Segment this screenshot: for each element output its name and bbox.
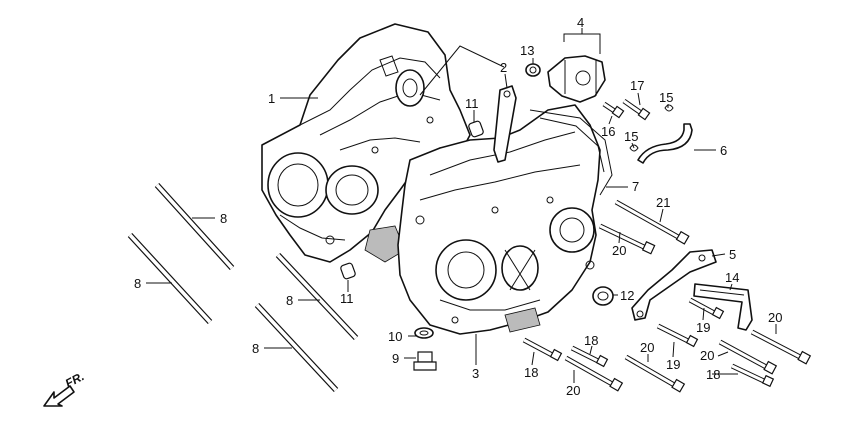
callout-7: 7: [632, 179, 639, 194]
callout-10: 10: [388, 329, 402, 344]
callout-11-b: 11: [340, 291, 354, 306]
right-crankcase-half: [397, 104, 601, 335]
callout-11-a: 11: [465, 96, 479, 111]
callout-5: 5: [729, 247, 736, 262]
callout-3: 3: [472, 366, 479, 381]
flange-bolts: [522, 98, 812, 393]
front-label: FR.: [63, 369, 87, 390]
left-crankcase-half: [261, 23, 471, 263]
callout-19-a: 19: [696, 320, 710, 335]
callout-20-b: 20: [768, 310, 782, 325]
crankcase-gasket: [529, 109, 613, 196]
arm-part-2: [493, 85, 517, 163]
front-direction-indicator: FR.: [43, 369, 87, 407]
callout-1: 1: [268, 91, 275, 106]
stud-bolt-d: [254, 302, 339, 393]
callout-20-c: 20: [700, 348, 714, 363]
callout-18-a: 18: [524, 365, 538, 380]
valve-assembly: [525, 55, 606, 103]
callout-20-e: 20: [566, 383, 580, 398]
dowel-pin-lower: [340, 262, 356, 280]
clip-lower: [629, 144, 639, 152]
callout-8-a: 8: [220, 211, 227, 226]
dowel-pin-upper: [468, 120, 484, 138]
callout-17: 17: [630, 78, 644, 93]
callout-21: 21: [656, 195, 670, 210]
callout-19-b: 19: [666, 357, 680, 372]
callout-8-d: 8: [252, 341, 259, 356]
sealing-washer: [414, 327, 434, 339]
callout-4: 4: [577, 15, 584, 30]
callout-12: 12: [620, 288, 634, 303]
callout-20-d: 20: [640, 340, 654, 355]
callout-18-b: 18: [584, 333, 598, 348]
callout-8-c: 8: [286, 293, 293, 308]
callout-15-a: 15: [659, 90, 673, 105]
callout-13: 13: [520, 43, 534, 58]
bracket-part-5: [631, 249, 717, 321]
breather-hose: [637, 123, 693, 164]
bracket-part-14: [693, 283, 753, 331]
callout-9: 9: [392, 351, 399, 366]
callout-15-b: 15: [624, 129, 638, 144]
clip-upper: [664, 104, 674, 112]
callout-8-b: 8: [134, 276, 141, 291]
stud-bolt-a: [154, 182, 235, 271]
callout-2: 2: [500, 60, 507, 75]
callout-14: 14: [725, 270, 739, 285]
callout-20-a: 20: [612, 243, 626, 258]
oil-seal: [592, 286, 614, 306]
drain-plug: [413, 351, 437, 371]
callout-6: 6: [720, 143, 727, 158]
front-arrow-icon: [43, 385, 75, 407]
callout-labels: 1 2 3 4 5 6 7 8 8 8 8 9 10 11 11 12 13 1…: [134, 15, 782, 398]
o-ring: [525, 63, 541, 77]
leader-lines: [146, 28, 777, 383]
callout-16: 16: [601, 124, 615, 139]
stud-bolt-b: [127, 232, 213, 325]
stud-bolt-c: [275, 252, 359, 341]
callout-18-c: 18: [706, 367, 720, 382]
